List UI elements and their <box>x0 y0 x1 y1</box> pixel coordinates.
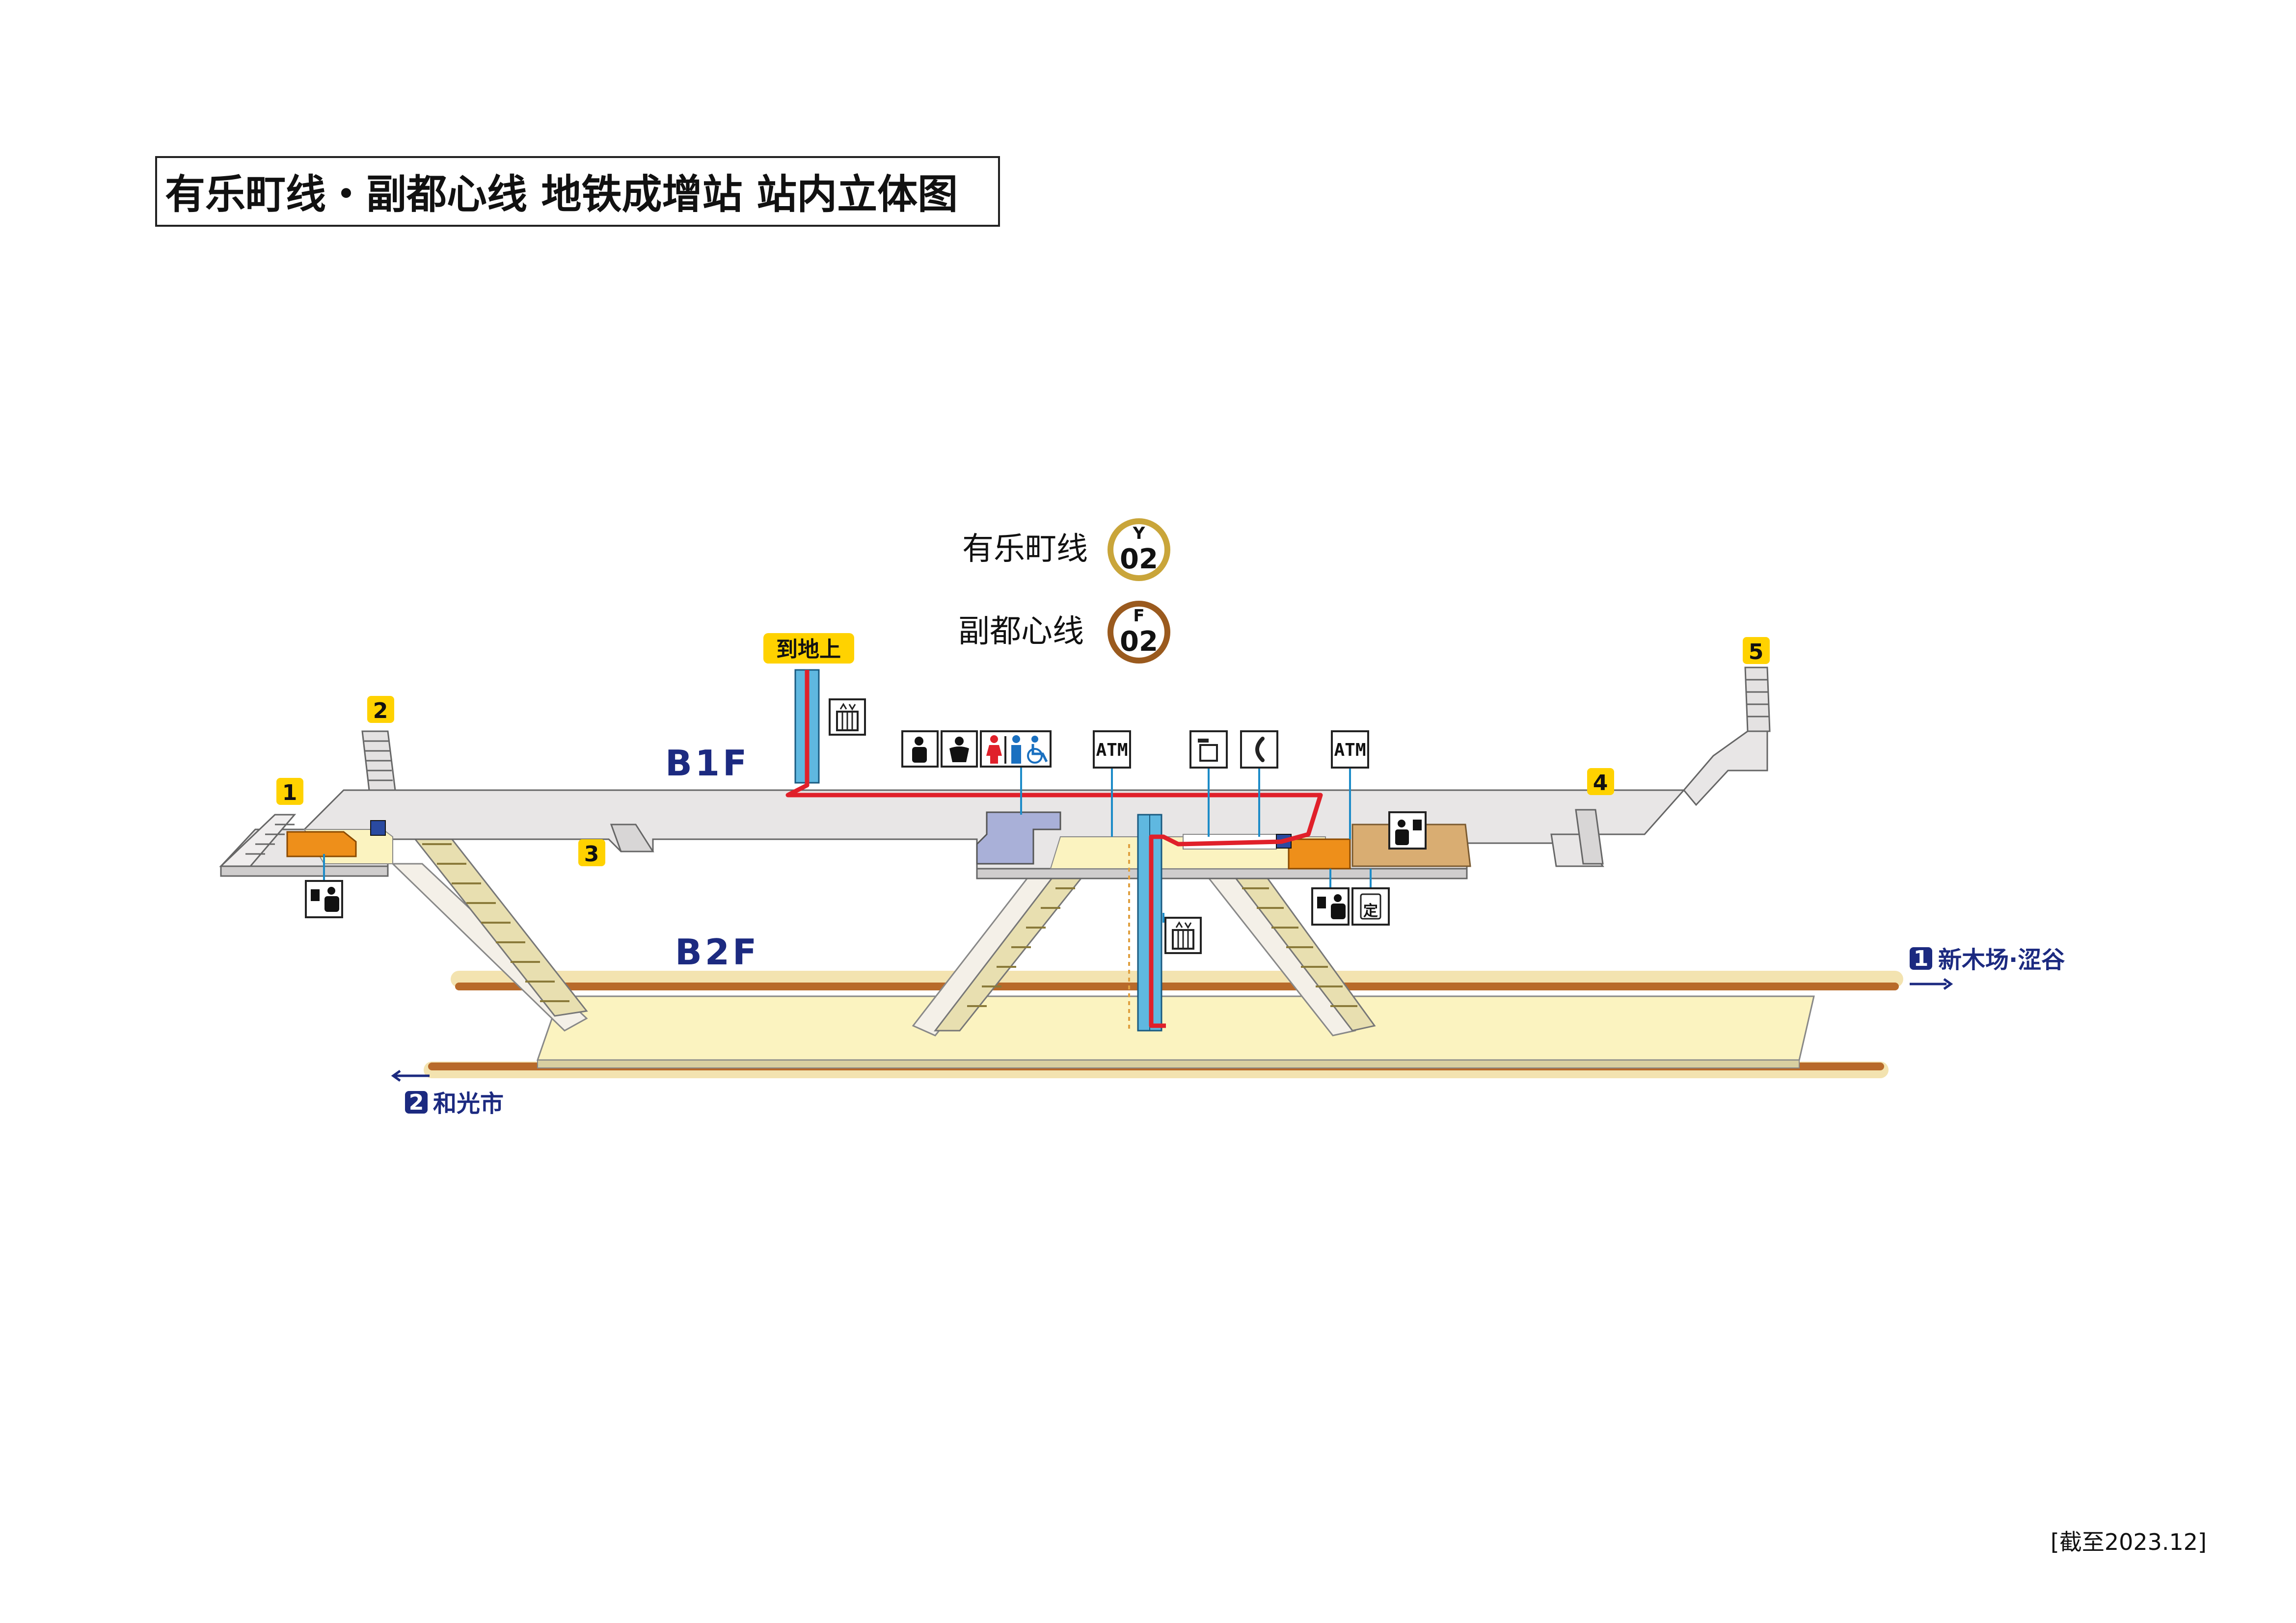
exit-4-stair[interactable] <box>1550 809 1604 867</box>
exit-number-2: 2 <box>373 698 388 723</box>
exit-number-4: 4 <box>1593 771 1608 796</box>
line-number-fukutoshin: 02 <box>1120 626 1158 658</box>
exit-number-3: 3 <box>584 842 599 867</box>
exit-badge-3[interactable]: 3 <box>578 839 605 867</box>
exit-number-1: 1 <box>282 780 297 805</box>
stair-left[interactable] <box>391 828 588 1032</box>
ticket-machine-left[interactable] <box>370 820 386 836</box>
direction-wakoshi: 2 和光市 <box>391 1069 504 1117</box>
arrow-right-icon <box>1943 978 1953 990</box>
line-legend-fukutoshin: 副都心线 F 02 <box>958 601 1170 664</box>
direction-label-1: 新木场·涩谷 <box>1938 946 2065 974</box>
accessible-route <box>785 670 1323 1028</box>
commuter-pass-label: 定 <box>1363 903 1378 920</box>
station-staff-icon <box>1388 811 1427 850</box>
toilet-facilities <box>901 730 1052 768</box>
exit-2-stair[interactable] <box>361 730 396 791</box>
title-box: 有乐町线・副都心线 地铁成增站 站内立体图 <box>155 156 1000 227</box>
line-letter-yurakucho: Y <box>1133 524 1145 543</box>
leader-lines <box>323 766 1372 923</box>
toilet-icon <box>986 735 1021 764</box>
phone-icon <box>1240 730 1278 769</box>
arrow-left-icon <box>391 1069 401 1082</box>
floor-label-b1f: B1F <box>665 743 750 784</box>
wheelchair-icon <box>1027 736 1048 764</box>
atm-icon: ATM <box>1093 730 1131 769</box>
exit-badge-5[interactable]: 5 <box>1743 637 1770 665</box>
commuter-pass-icon: 定 <box>1351 887 1390 926</box>
direction-label-2: 和光市 <box>433 1090 504 1117</box>
line-number-yurakucho: 02 <box>1120 543 1158 575</box>
exit-badge-1[interactable]: 1 <box>276 778 303 805</box>
atm-label: ATM <box>1334 740 1366 760</box>
direction-number-2: 2 <box>409 1090 424 1115</box>
floor-label-b2f: B2F <box>675 931 759 973</box>
ticket-machine-icon <box>305 880 343 918</box>
exit-number-5: 5 <box>1749 639 1764 665</box>
ticket-gate-right[interactable] <box>1276 834 1351 870</box>
atm-icon: ATM <box>1331 730 1369 769</box>
as-of-date: [截至2023.12] <box>2051 1529 2207 1555</box>
ticket-gate-left[interactable] <box>286 820 386 857</box>
toilet-block[interactable] <box>976 811 1061 865</box>
page-title: 有乐町线・副都心线 地铁成增站 站内立体图 <box>165 171 958 218</box>
atm-label: ATM <box>1096 740 1128 760</box>
to-ground-label: 到地上 <box>776 637 841 662</box>
locker-icon <box>1189 730 1228 769</box>
yurakucho-line-symbol <box>1107 518 1170 581</box>
elevator-icon <box>829 698 866 736</box>
direction-number-1: 1 <box>1914 946 1929 971</box>
exit-5-stair[interactable] <box>1683 666 1771 806</box>
exit-badge-4[interactable]: 4 <box>1587 768 1614 796</box>
line-letter-fukutoshin: F <box>1133 606 1144 626</box>
elevator-icon <box>1164 917 1202 954</box>
fukutoshin-line-symbol <box>1107 601 1170 664</box>
exit-badge-2[interactable]: 2 <box>367 696 394 723</box>
direction-shinkiba-shibuya: 1 新木场·涩谷 <box>1910 946 2065 990</box>
line-name-yurakucho: 有乐町线 <box>962 531 1088 567</box>
exit-1-stair[interactable] <box>219 814 297 867</box>
line-legend-yurakucho: 有乐町线 Y 02 <box>962 518 1170 581</box>
ticket-machine-icon <box>1311 887 1350 926</box>
b2-platform <box>536 995 1815 1068</box>
exit-3-stair[interactable] <box>610 824 654 852</box>
to-ground-badge: 到地上 <box>763 633 854 664</box>
line-name-fukutoshin: 副都心线 <box>958 613 1084 650</box>
